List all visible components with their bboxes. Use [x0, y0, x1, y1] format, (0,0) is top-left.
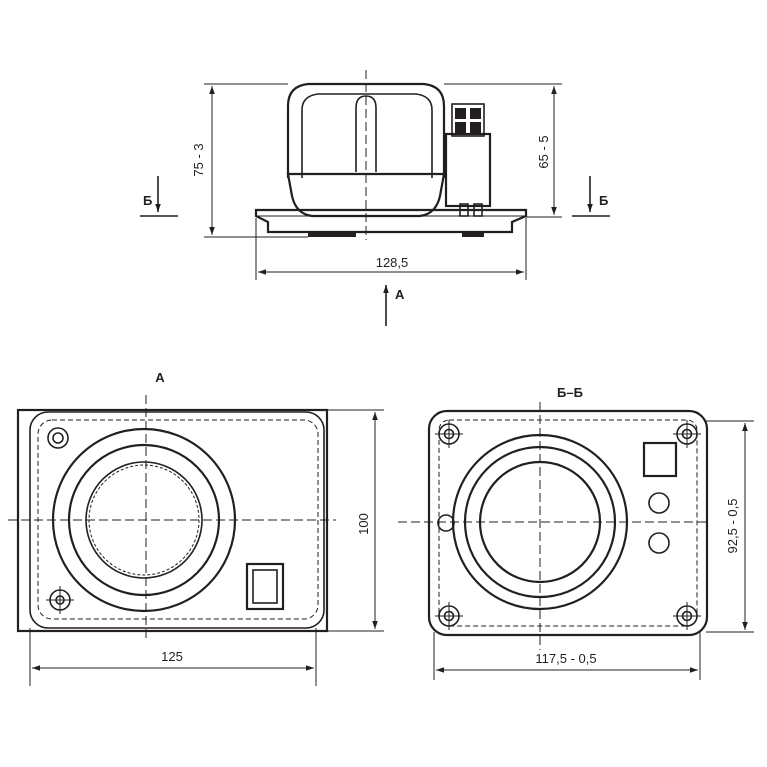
view-a-inner-plate	[29, 411, 325, 629]
section-side-hole	[437, 514, 455, 532]
section-bb: Б–Б	[398, 385, 754, 680]
dim-front-height-text: 100	[356, 513, 371, 535]
view-a-switch-inner	[252, 569, 278, 604]
dim-side-width-text: 128,5	[376, 255, 409, 270]
dim-side-height-text: 75 - 3	[191, 143, 206, 176]
section-plate	[427, 409, 709, 637]
foot-left	[308, 232, 356, 237]
view-a-plate	[16, 408, 329, 633]
dim-section-height-text: 92,5 - 0,5	[725, 499, 740, 554]
connector-body	[444, 132, 492, 208]
section-inner-ring	[478, 460, 602, 584]
dim-front-width-text: 125	[161, 649, 183, 664]
terminal-4	[470, 122, 481, 133]
view-a-hole-top-left	[47, 427, 69, 449]
view-a-hole-top-left-inner	[52, 432, 64, 444]
view-arrow-a-label: А	[395, 287, 405, 302]
base-plate	[254, 208, 528, 234]
terminal-3	[455, 122, 466, 133]
view-a-inner-ring	[85, 461, 203, 579]
connector-head	[451, 103, 485, 137]
view-a-dashed-outline	[37, 419, 319, 620]
section-hole-top-left	[435, 420, 463, 448]
dim-side-inner-height-text: 65 - 5	[536, 135, 551, 168]
housing-dome	[286, 82, 446, 178]
side-view: 75 - 3 65 - 5 128,5 Б Б А	[140, 70, 610, 326]
section-middle-ring	[463, 445, 617, 599]
view-a-outer-ring	[51, 427, 237, 613]
section-hole-bottom-left	[435, 602, 463, 630]
housing-inner-contour	[301, 93, 433, 178]
view-a-title: А	[155, 370, 165, 385]
section-outer-ring	[451, 433, 629, 611]
section-mark-left: Б	[143, 193, 152, 208]
section-bb-title: Б–Б	[557, 385, 583, 400]
section-connector-square	[642, 441, 678, 478]
terminal-2	[470, 108, 481, 119]
view-a-switch	[245, 562, 285, 611]
section-hole-lower	[648, 532, 670, 554]
view-a-middle-ring	[67, 443, 221, 597]
section-hole-top-right	[673, 420, 701, 448]
section-hole-upper	[648, 492, 670, 514]
section-hole-bottom-right	[673, 602, 701, 630]
foot-right	[462, 232, 484, 237]
section-mark-right: Б	[599, 193, 608, 208]
view-a-hidden-ring	[88, 464, 200, 576]
housing-slot	[355, 95, 377, 172]
view-a: А 125 100	[8, 370, 384, 686]
section-dashed-outline	[438, 419, 698, 627]
dim-section-width-text: 117,5 - 0,5	[535, 651, 596, 666]
terminal-1	[455, 108, 466, 119]
